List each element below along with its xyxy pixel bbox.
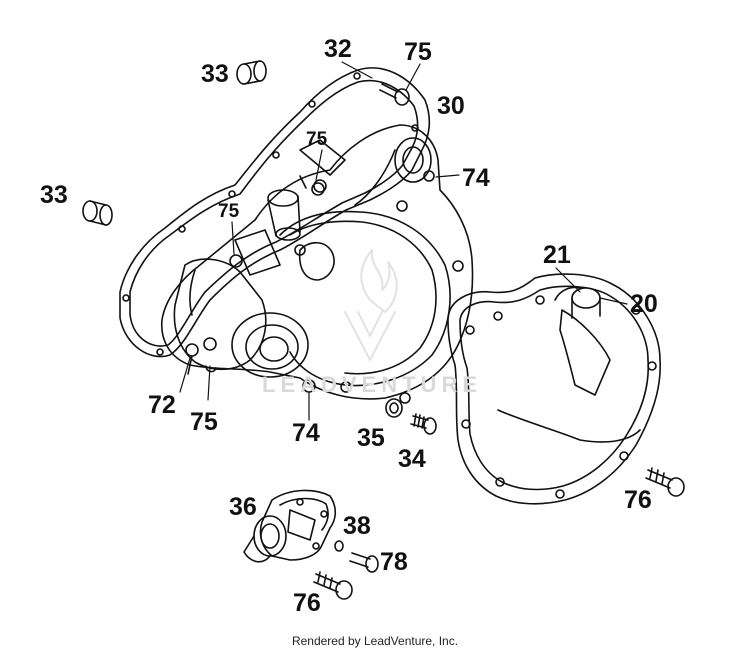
- screw-72: [185, 343, 199, 375]
- callout-76-lower: 76: [293, 589, 321, 617]
- watermark-text: LEADVENTURE: [262, 372, 483, 397]
- bolt-76-lower: [313, 571, 353, 600]
- callout-78: 78: [380, 548, 408, 576]
- dowel-pin-lower: [82, 200, 113, 226]
- bolt-34: [410, 413, 437, 435]
- callout-34: 34: [398, 445, 426, 473]
- dowel-pin-upper: [236, 60, 267, 85]
- callout-75-bottom: 75: [190, 408, 218, 436]
- watermark-flame-icon: [344, 249, 398, 361]
- outer-clutch-cover: [447, 273, 661, 505]
- inner-clutch-cover: [161, 124, 474, 404]
- callout-76-right: 76: [624, 486, 652, 514]
- callout-38: 38: [343, 512, 371, 540]
- callout-30: 30: [437, 92, 465, 120]
- o-ring-38: [334, 540, 344, 552]
- callout-32: 32: [324, 35, 352, 63]
- footer-credit: Rendered by LeadVenture, Inc.: [291, 634, 459, 648]
- callout-74-right: 74: [462, 164, 490, 192]
- callout-75-mid: 75: [306, 129, 328, 150]
- washer-35: [385, 398, 403, 418]
- screw-78: [349, 552, 379, 573]
- callout-35: 35: [357, 424, 385, 452]
- callout-36: 36: [229, 493, 257, 521]
- callout-20: 20: [630, 290, 658, 318]
- callout-75-top: 75: [404, 38, 432, 66]
- bolt-76-right: [645, 467, 685, 497]
- callout-74-bottom: 74: [292, 419, 320, 447]
- screw-75-mid: [299, 175, 325, 196]
- callout-33-upper: 33: [201, 60, 229, 88]
- callout-75-left: 75: [218, 201, 240, 222]
- water-pump-cover: [243, 489, 337, 563]
- leader-lines: [179, 61, 628, 421]
- callout-21: 21: [543, 241, 571, 269]
- screw-74-bottom: [302, 379, 316, 393]
- screw-75-left: [229, 254, 243, 268]
- callout-33-lower: 33: [40, 181, 68, 209]
- screw-75-top: [379, 83, 410, 106]
- callout-72: 72: [148, 391, 176, 419]
